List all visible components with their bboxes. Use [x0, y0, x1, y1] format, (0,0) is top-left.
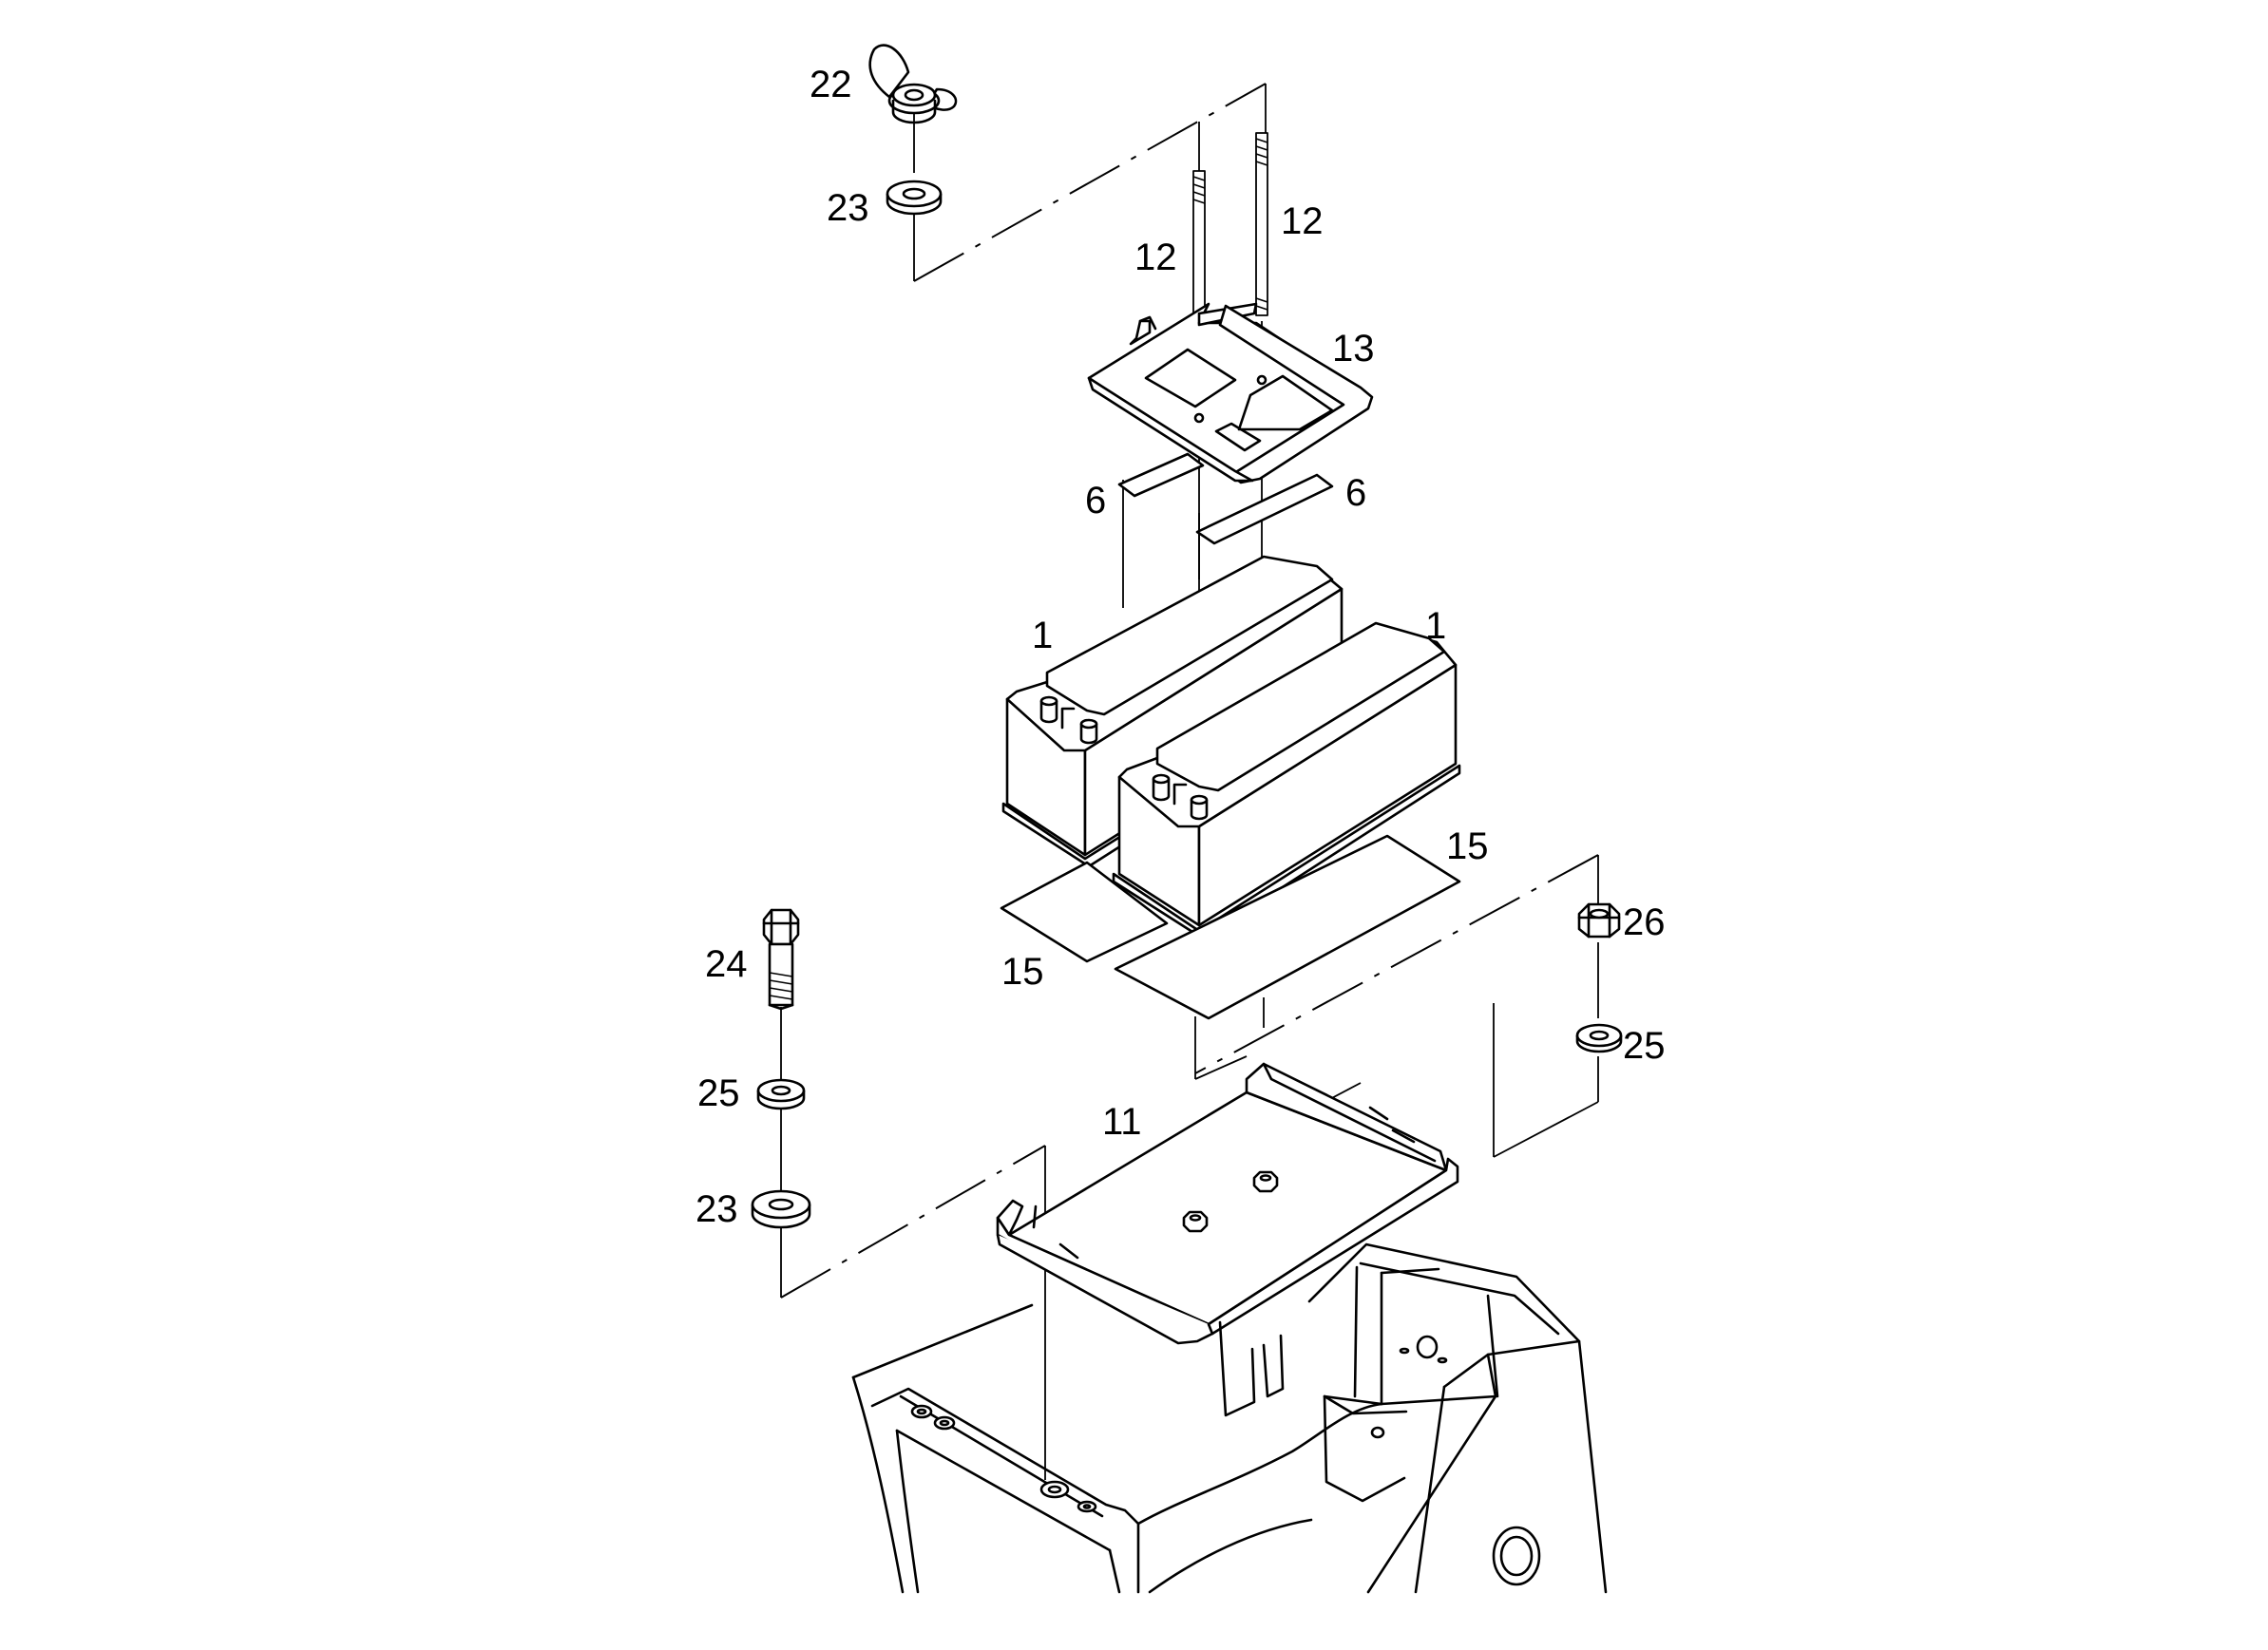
wing-nut-22 — [868, 44, 958, 124]
washer-23-bottom — [751, 1189, 811, 1229]
stud-12-right — [1255, 132, 1268, 316]
hold-down-frame-13 — [1087, 302, 1374, 484]
callout-12-left: 12 — [1134, 237, 1177, 278]
nut-26 — [1577, 902, 1621, 939]
washer-23-top — [886, 180, 943, 216]
callout-23-bottom: 23 — [696, 1188, 738, 1230]
callout-12-right: 12 — [1281, 200, 1324, 242]
callout-1-front: 1 — [1425, 605, 1446, 647]
callout-22: 22 — [810, 64, 852, 105]
battery-tray-11 — [996, 1062, 1459, 1345]
callout-11: 11 — [1102, 1101, 1142, 1143]
vehicle-housing — [851, 1242, 1608, 1594]
callout-13: 13 — [1332, 328, 1375, 370]
pad-6-right — [1195, 473, 1334, 545]
callout-6-right: 6 — [1345, 472, 1366, 514]
callout-15-left: 15 — [1001, 951, 1044, 993]
callout-15-right: 15 — [1446, 825, 1489, 867]
callout-1-rear: 1 — [1032, 615, 1053, 656]
pad-6-left — [1117, 452, 1205, 498]
callout-labels: 22 23 12 12 13 6 6 1 1 15 15 26 24 25 25… — [696, 64, 1666, 1230]
callout-25-right: 25 — [1623, 1025, 1666, 1067]
mat-15-left — [1000, 861, 1169, 963]
washer-25-right — [1575, 1023, 1623, 1053]
battery-1-front — [1112, 621, 1461, 940]
callout-26: 26 — [1623, 901, 1666, 943]
callout-24: 24 — [705, 943, 748, 985]
callout-25-left: 25 — [697, 1072, 740, 1114]
callout-6-left: 6 — [1085, 480, 1106, 522]
callout-23-top: 23 — [827, 187, 869, 229]
bolt-24 — [762, 908, 800, 1011]
mat-15-right — [1114, 834, 1461, 1020]
washer-25-left — [756, 1078, 806, 1110]
